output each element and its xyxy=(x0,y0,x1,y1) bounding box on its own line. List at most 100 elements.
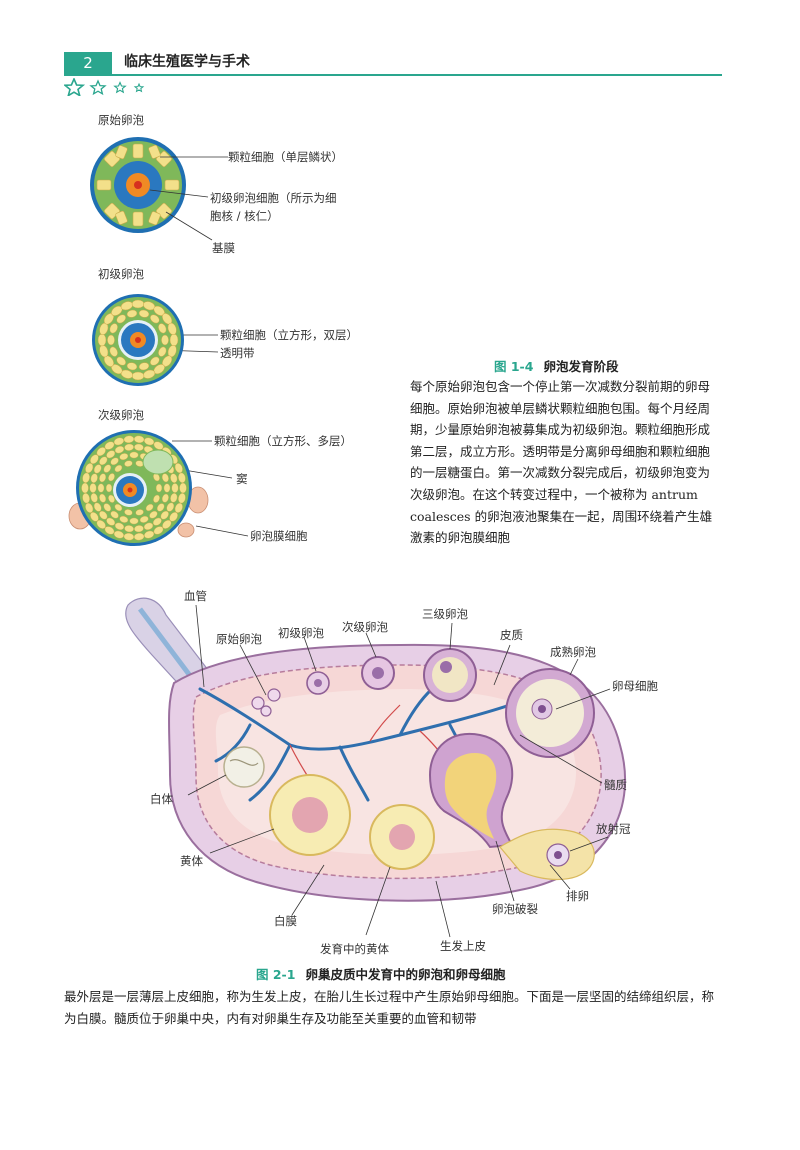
granulosa-cell xyxy=(103,464,112,473)
granulosa-cell xyxy=(169,512,178,522)
label-ovulation: 排卵 xyxy=(566,889,589,903)
primordial-follicle-illustration xyxy=(90,137,186,233)
granulosa-cell xyxy=(133,435,145,444)
granulosa-cell xyxy=(153,526,164,535)
granulosa-cell xyxy=(144,437,155,446)
granulosa-cell xyxy=(138,362,150,371)
granulosa-cell xyxy=(162,519,172,529)
figure-2-1-number: 图 2-1 xyxy=(256,967,296,982)
star-icon xyxy=(133,82,145,93)
granulosa-cell xyxy=(124,460,133,467)
label-zona-pellucida: 透明带 xyxy=(220,346,255,360)
granulosa-cell xyxy=(99,456,108,466)
granulosa-cell xyxy=(134,443,144,451)
granulosa-cell xyxy=(113,437,124,446)
label-developing-corpus-luteum: 发育中的黄体 xyxy=(320,942,389,956)
granulosa-cell xyxy=(85,463,94,474)
granulosa-cell xyxy=(149,510,158,519)
granulosa-cell xyxy=(82,472,90,483)
ovulated-oocyte xyxy=(499,828,595,881)
granulosa-cell xyxy=(99,493,107,503)
label-corpus-albicans: 白体 xyxy=(150,792,173,806)
granulosa-cell xyxy=(103,503,112,512)
granulosa-cell xyxy=(106,517,116,526)
granulosa-cell xyxy=(135,509,144,516)
figure-1-4-title: 卵泡发育阶段 xyxy=(543,359,619,374)
granulosa-cell xyxy=(114,503,123,512)
corpus-luteum xyxy=(269,774,351,856)
granulosa-cell xyxy=(179,482,187,494)
granulosa-cell xyxy=(124,509,133,516)
label-granulosa-multi: 颗粒细胞（立方形、多层） xyxy=(214,434,352,448)
granulosa-cell xyxy=(109,323,118,334)
label-secondary-follicle: 次级卵泡 xyxy=(342,620,388,634)
label-theca-cells: 卵泡膜细胞 xyxy=(250,529,308,543)
granulosa-cell xyxy=(145,503,154,512)
granulosa-cell xyxy=(160,510,169,520)
granulosa-cell xyxy=(81,482,89,494)
granulosa-cell xyxy=(153,441,164,450)
granulosa-cell xyxy=(104,441,115,450)
granulosa-cell xyxy=(90,512,99,522)
granulosa-cell xyxy=(152,517,162,526)
granulosa-cell xyxy=(174,463,183,474)
granulosa-cell xyxy=(99,510,108,520)
granulosa-cell xyxy=(119,515,129,523)
granulosa-cell xyxy=(90,493,98,503)
label-follicle-rupture: 卵泡破裂 xyxy=(492,902,538,916)
figure-2-1-leader-lines xyxy=(187,604,611,938)
granulosa-cell xyxy=(106,450,116,459)
stage-label-secondary: 次级卵泡 xyxy=(98,408,144,422)
granulosa-cell xyxy=(96,519,106,529)
label-tunica-albuginea: 白膜 xyxy=(274,914,297,928)
page-number: 2 xyxy=(64,52,112,74)
granulosa-cell xyxy=(158,346,167,357)
ruptured-follicle xyxy=(428,732,514,849)
nucleolus xyxy=(134,181,142,189)
granulosa-cell xyxy=(174,502,183,513)
granulosa-cell xyxy=(90,473,98,483)
star-rating-icon xyxy=(64,78,145,96)
granulosa-cell xyxy=(170,493,178,503)
label-oocyte: 卵母细胞 xyxy=(612,679,658,693)
granulosa-cell xyxy=(129,517,139,525)
granulosa-cell xyxy=(119,453,129,461)
ovary-cross-section-illustration xyxy=(125,597,627,938)
granulosa-cell xyxy=(110,510,119,519)
granulosa-cell xyxy=(108,494,115,503)
granulosa-cell xyxy=(99,473,107,483)
granulosa-cell xyxy=(82,493,90,504)
granulosa-cell xyxy=(178,472,186,483)
tertiary-follicle xyxy=(423,648,477,702)
secondary-follicle-illustration xyxy=(68,430,209,546)
granulosa-cell xyxy=(104,526,115,535)
antrum xyxy=(142,449,174,475)
granulosa-cell xyxy=(97,333,107,347)
granulosa-cell xyxy=(155,483,163,493)
granulosa-cell xyxy=(126,362,138,371)
granulosa-cell xyxy=(134,525,144,533)
granulosa-cell xyxy=(89,483,97,493)
granulosa-cell xyxy=(126,309,138,318)
granulosa-cell xyxy=(93,502,102,512)
granulosa-cell xyxy=(97,483,105,493)
figure-1-4-caption-text: 每个原始卵泡包含一个停止第一次减数分裂前期的卵母细胞。原始卵泡被单层鳞状颗粒细胞… xyxy=(410,379,713,546)
granulosa-cell xyxy=(114,464,123,473)
granulosa-cell xyxy=(93,464,102,474)
label-germinal-epithelium: 生发上皮 xyxy=(440,939,486,953)
granulosa-cell xyxy=(156,503,165,512)
granulosa-cell xyxy=(123,435,135,444)
granulosa-cell xyxy=(133,532,145,541)
granulosa-cell xyxy=(114,522,125,530)
granulosa-cell xyxy=(131,299,145,309)
granulosa-cell xyxy=(116,314,126,324)
granulosa-cell xyxy=(163,483,171,493)
primary-follicle-illustration xyxy=(92,294,184,386)
granulosa-cell xyxy=(114,446,125,454)
granulosa-cell xyxy=(158,323,167,334)
granulosa-cell xyxy=(153,494,160,503)
granulosa-cell xyxy=(150,356,160,366)
granulosa-cell xyxy=(105,483,113,493)
label-corona-radiata: 放射冠 xyxy=(596,822,631,836)
